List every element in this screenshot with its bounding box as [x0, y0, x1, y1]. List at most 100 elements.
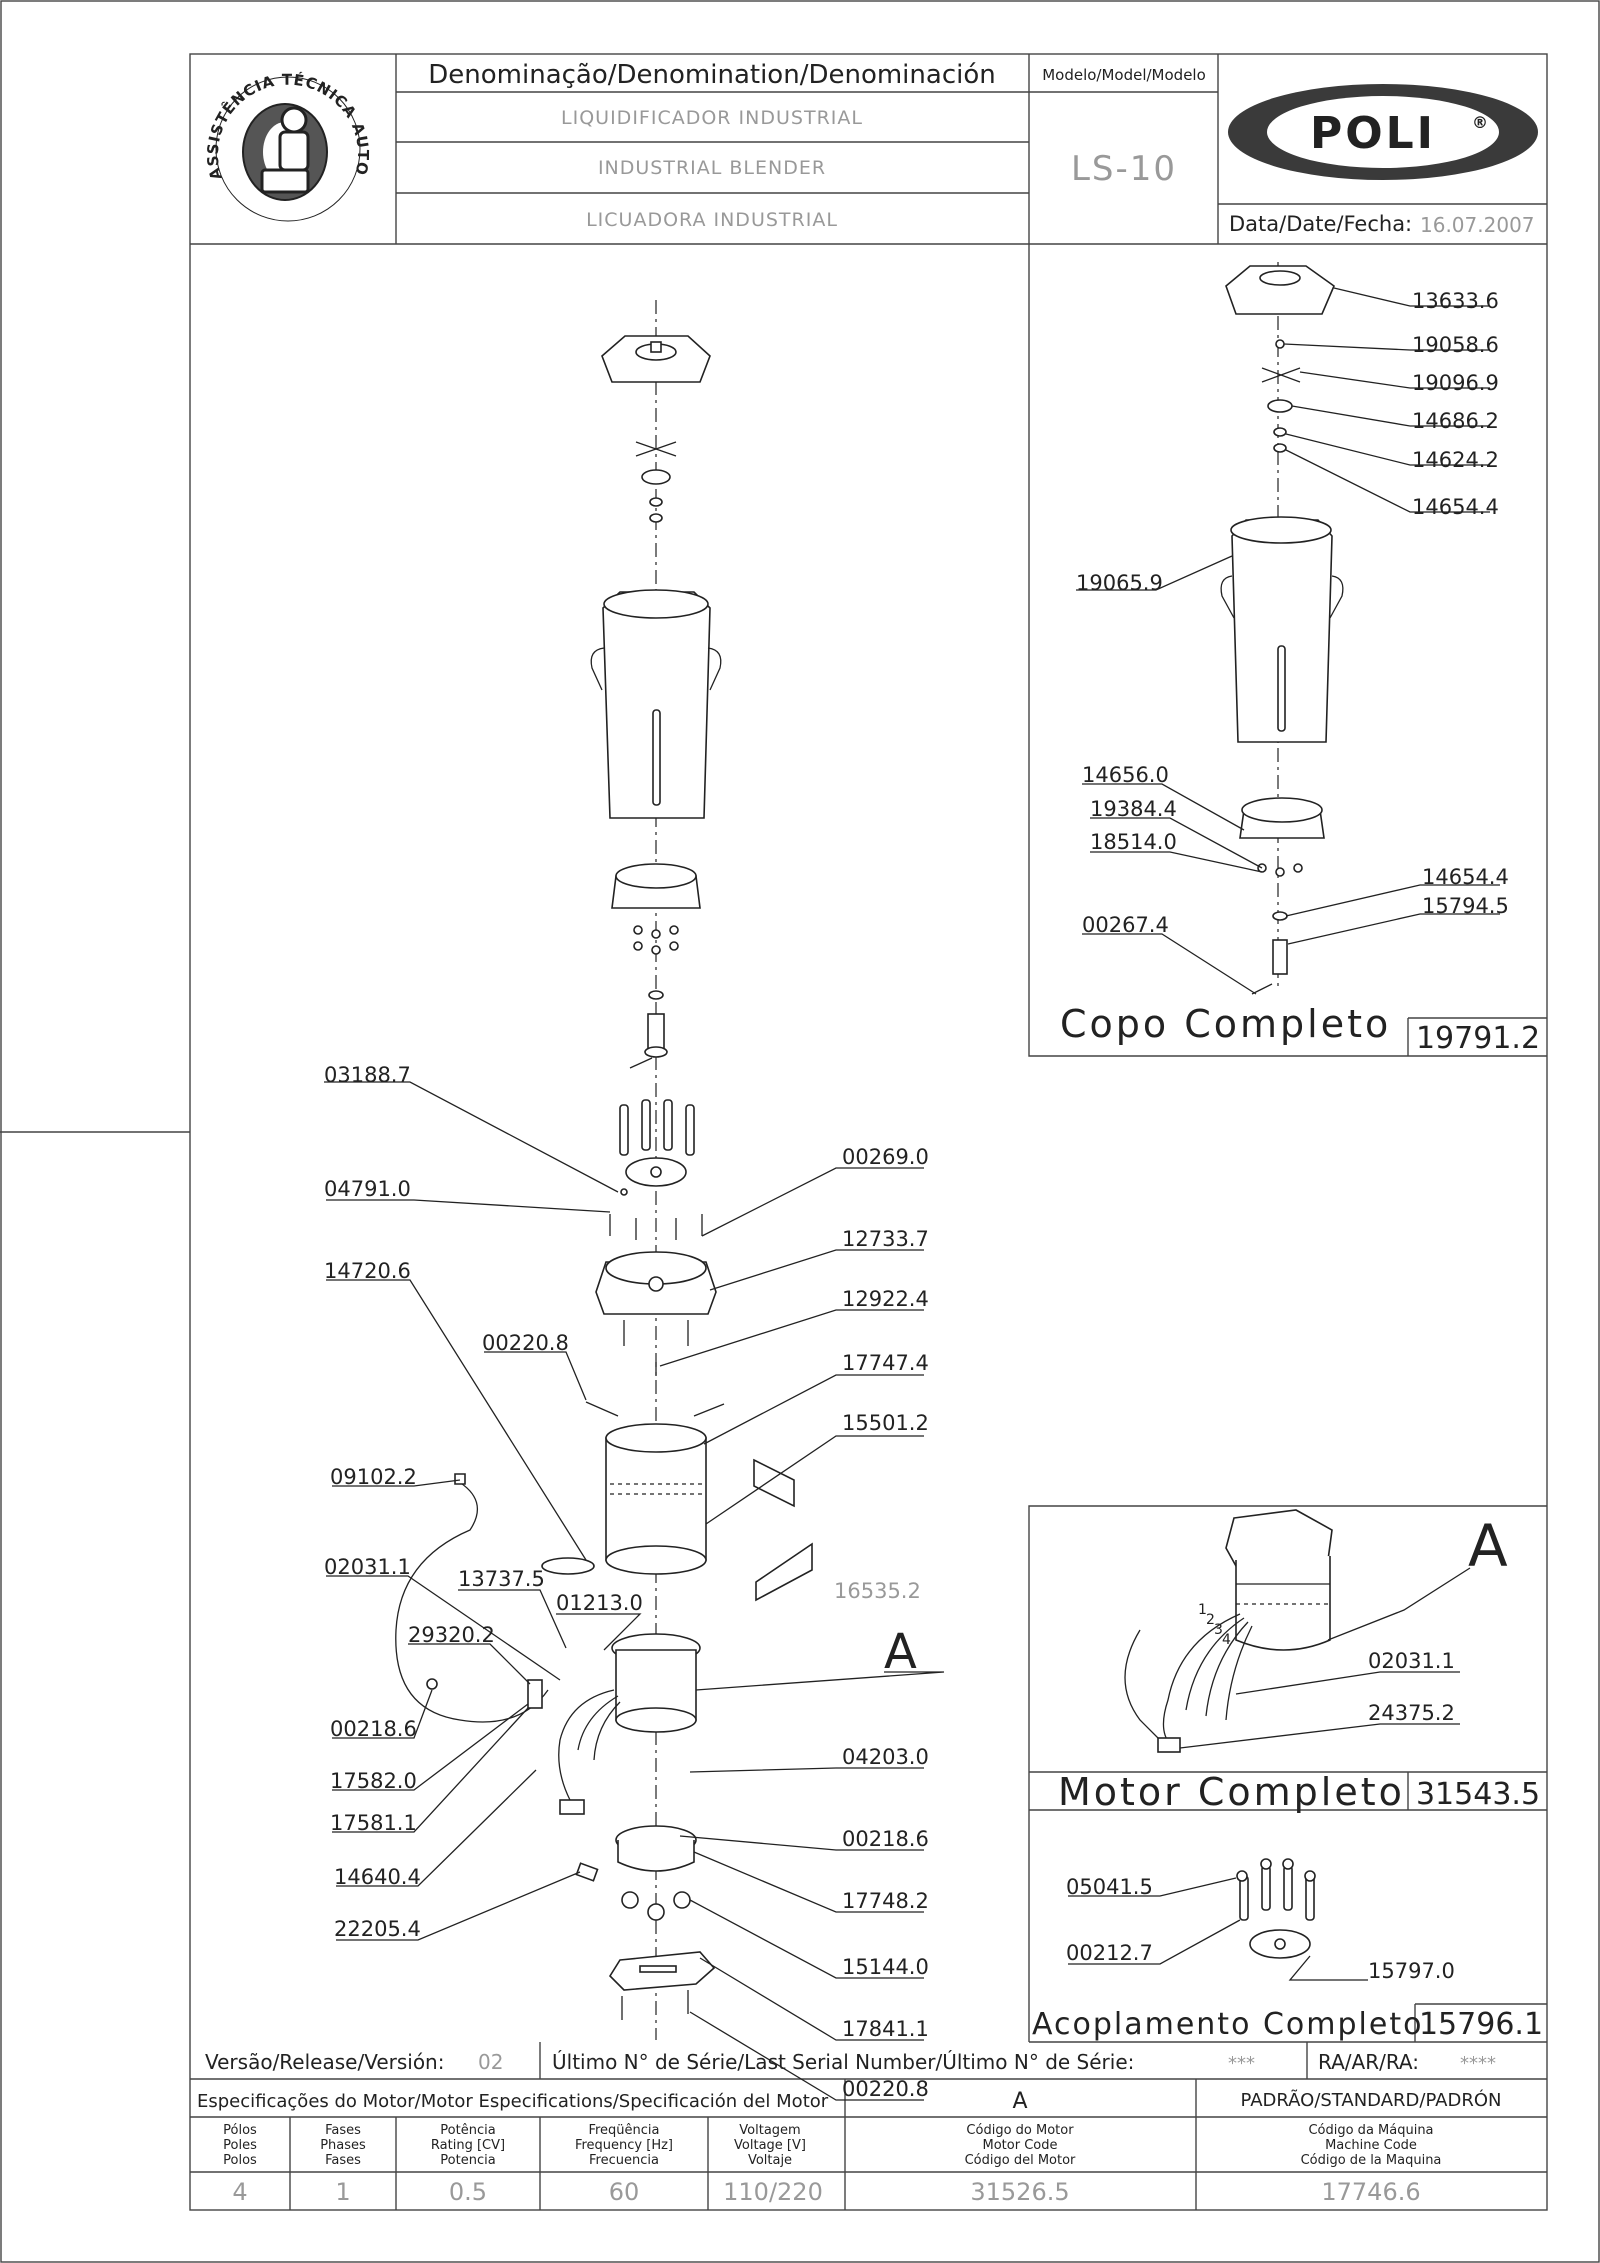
part-label: 17747.4 — [842, 1351, 929, 1375]
serial-label: Último N° de Série/Last Serial Number/Úl… — [552, 2050, 1134, 2074]
motor-part-labels: A 02031.1 24375.2 — [1368, 1512, 1508, 1725]
motor-title: Motor Completo — [1058, 1770, 1405, 1814]
svg-text:0.5: 0.5 — [449, 2178, 487, 2206]
svg-text:Potencia: Potencia — [440, 2153, 495, 2168]
ra-label: RA/AR/RA: — [1318, 2050, 1419, 2074]
coupling-assembly-part — [619, 1099, 695, 1196]
svg-text:Phases: Phases — [320, 2138, 366, 2153]
part-label: 02031.1 — [324, 1555, 411, 1579]
motor-letter: A — [1468, 1512, 1508, 1580]
motor-code: 31543.5 — [1416, 1777, 1540, 1812]
svg-text:Potência: Potência — [440, 2123, 495, 2138]
acoplamento-leader-lines — [1068, 1877, 1368, 1981]
motor-completo-view: 1 2 3 4 — [1124, 1509, 1333, 1753]
part-label: 17748.2 — [842, 1889, 929, 1913]
svg-text:Machine Code: Machine Code — [1325, 2138, 1417, 2153]
svg-text:Voltagem: Voltagem — [739, 2123, 800, 2138]
name-en: INDUSTRIAL BLENDER — [598, 157, 826, 179]
part-label: 12922.4 — [842, 1287, 929, 1311]
part-label: 14720.6 — [324, 1259, 411, 1283]
cup-part — [590, 589, 722, 819]
model-value: LS-10 — [1071, 149, 1177, 189]
part-label: 13737.5 — [458, 1567, 545, 1591]
drawing-frame — [189, 53, 1548, 2211]
part-label: 00218.6 — [330, 1717, 417, 1741]
acoplamento-label: 15797.0 — [1368, 1959, 1455, 1983]
copo-leader-lines — [1076, 287, 1500, 995]
svg-text:Código de la Maquina: Código de la Maquina — [1301, 2153, 1442, 2168]
spec-col-poles: Pólos Poles Polos 4 — [223, 2123, 257, 2206]
svg-text:Fases: Fases — [325, 2123, 361, 2138]
part-label: 00218.6 — [842, 1827, 929, 1851]
blade-part — [635, 441, 677, 523]
svg-text:Rating [CV]: Rating [CV] — [431, 2138, 505, 2153]
svg-text:Código do Motor: Código do Motor — [966, 2123, 1074, 2138]
copo-label: 13633.6 — [1412, 289, 1499, 313]
copo-label: 19384.4 — [1090, 797, 1177, 821]
acoplamento-label: 05041.5 — [1066, 1875, 1153, 1899]
fan-part — [575, 1825, 697, 1921]
part-label: 03188.7 — [324, 1063, 411, 1087]
copo-completo-panel: Copo Completo 19791.2 — [1028, 244, 1547, 1057]
copo-label: 14654.4 — [1422, 865, 1509, 889]
part-label: 15144.0 — [842, 1955, 929, 1979]
copo-label: 15794.5 — [1422, 894, 1509, 918]
svg-text:Polos: Polos — [223, 2153, 257, 2168]
acoplamento-part-labels: 05041.5 00212.7 15797.0 — [1066, 1875, 1455, 1983]
svg-text:60: 60 — [609, 2178, 640, 2206]
authorized-service-seal: ASSISTÊNCIA TÉCNICA AUTORIZADA — [0, 0, 371, 222]
svg-text:Poles: Poles — [223, 2138, 257, 2153]
date-value: 16.07.2007 — [1420, 213, 1535, 237]
main-exploded-view — [395, 300, 813, 2040]
version-label: Versão/Release/Versión: — [205, 2050, 444, 2074]
spec-standard: PADRÃO/STANDARD/PADRÓN — [1241, 2089, 1502, 2111]
copo-exploded-view — [1220, 262, 1344, 995]
part-label: 00220.8 — [482, 1331, 569, 1355]
spec-col-rating: Potência Rating [CV] Potencia 0.5 — [431, 2123, 505, 2206]
spec-col-voltage: Voltagem Voltage [V] Voltaje 110/220 — [723, 2123, 823, 2206]
svg-text:Frequency [Hz]: Frequency [Hz] — [575, 2138, 673, 2153]
version-value: 02 — [478, 2050, 503, 2074]
motor-leader-lines — [1179, 1567, 1471, 1749]
sticker-part — [541, 1458, 813, 1602]
part-label: 00220.8 — [842, 2077, 929, 2101]
copo-label: 00267.4 — [1082, 913, 1169, 937]
copo-label: 19065.9 — [1076, 571, 1163, 595]
ra-value: **** — [1460, 2053, 1496, 2074]
copo-label: 14624.2 — [1412, 448, 1499, 472]
part-label: 16535.2 — [834, 1579, 921, 1603]
svg-text:Frecuencia: Frecuencia — [589, 2153, 659, 2168]
part-label: 15501.2 — [842, 1411, 929, 1435]
svg-text:31526.5: 31526.5 — [970, 2178, 1069, 2206]
date-label: Data/Date/Fecha: — [1229, 212, 1412, 236]
release-row: Versão/Release/Versión: 02 Último N° de … — [190, 2042, 1547, 2080]
poli-logo: POLI ® — [1228, 84, 1538, 180]
spec-col-frequency: Freqüência Frequency [Hz] Frecuencia 60 — [575, 2123, 673, 2206]
top-housing-part — [595, 1251, 717, 1376]
main-leader-lines — [324, 1081, 945, 2101]
part-label: 17581.1 — [330, 1811, 417, 1835]
motor-completo-panel: Motor Completo 31543.5 — [1028, 1505, 1547, 2042]
svg-text:1: 1 — [335, 2178, 350, 2206]
brand-name: POLI — [1310, 108, 1436, 159]
part-label: 04203.0 — [842, 1745, 929, 1769]
acoplamento-view — [1236, 1858, 1316, 1959]
copo-part-labels: 13633.6 19058.6 19096.9 14686.2 14624.2 … — [1076, 289, 1509, 937]
svg-text:Código da Máquina: Código da Máquina — [1308, 2123, 1433, 2138]
name-pt: LIQUIDIFICADOR INDUSTRIAL — [561, 107, 863, 129]
spec-col-phases: Fases Phases Fases 1 — [320, 2123, 366, 2206]
base-plate-part — [608, 1951, 716, 2020]
wiring-part — [395, 1473, 585, 1815]
svg-text:1: 1 — [1198, 1602, 1207, 1618]
denomination-title: Denominação/Denomination/Denominación — [428, 60, 995, 90]
spec-col-machine-code: Código da Máquina Machine Code Código de… — [1301, 2123, 1442, 2206]
motor-label: 24375.2 — [1368, 1701, 1455, 1725]
copo-label: 18514.0 — [1090, 830, 1177, 854]
part-label: 00269.0 — [842, 1145, 929, 1169]
serial-value: *** — [1228, 2053, 1255, 2074]
model-label: Modelo/Model/Modelo — [1042, 66, 1206, 84]
spec-title: Especificações do Motor/Motor Especifica… — [197, 2091, 829, 2112]
part-label: 09102.2 — [330, 1465, 417, 1489]
